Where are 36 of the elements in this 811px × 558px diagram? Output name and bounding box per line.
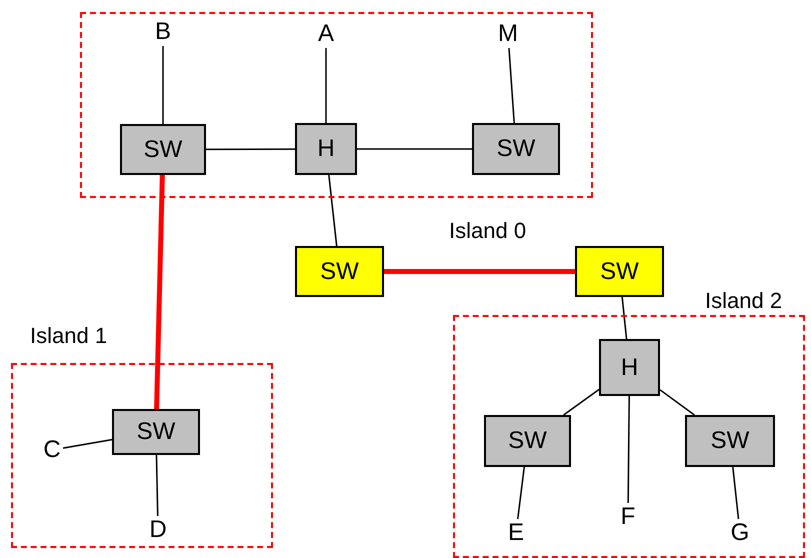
- node-box: SW: [112, 409, 200, 455]
- endpoint-label: A: [315, 20, 337, 48]
- region-label: Island 2: [705, 287, 782, 315]
- node-box: SW: [120, 124, 206, 175]
- node-box: SW: [484, 415, 571, 467]
- link-line: [660, 389, 695, 416]
- link-line: [162, 46, 164, 124]
- endpoint-label: F: [617, 503, 639, 531]
- link-line: [62, 438, 112, 449]
- link-line: [328, 174, 338, 246]
- endpoint-label: D: [147, 516, 169, 544]
- endpoint-label: B: [152, 18, 174, 46]
- thick-link: [384, 269, 575, 274]
- highlighted-node-box: SW: [295, 246, 384, 297]
- link-line: [621, 296, 628, 340]
- link-line: [732, 466, 740, 520]
- link-line: [517, 466, 525, 520]
- node-box: SW: [685, 415, 775, 467]
- region-label: Island 0: [449, 217, 526, 245]
- endpoint-label: C: [41, 436, 63, 464]
- node-box: H: [599, 339, 660, 396]
- region-label: Island 1: [30, 322, 108, 350]
- endpoint-label: G: [728, 519, 752, 547]
- link-line: [357, 148, 472, 150]
- endpoint-label: M: [496, 20, 520, 48]
- link-line: [325, 48, 327, 123]
- endpoint-label: E: [505, 519, 527, 547]
- link-line: [206, 148, 295, 150]
- node-box: H: [295, 123, 357, 175]
- highlighted-node-box: SW: [575, 246, 664, 297]
- link-line: [508, 48, 515, 124]
- link-line: [563, 388, 600, 416]
- link-line: [156, 454, 158, 516]
- node-box: SW: [472, 123, 560, 175]
- thick-link: [154, 174, 165, 410]
- link-line: [627, 396, 630, 503]
